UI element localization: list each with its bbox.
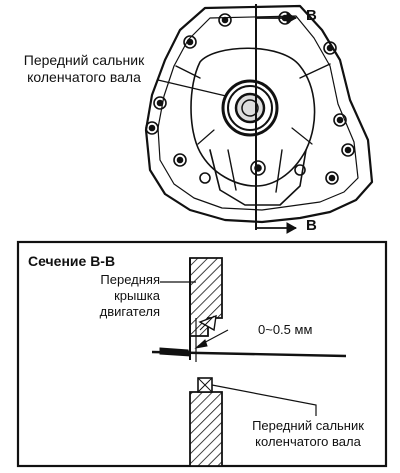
bottom-seal-label-line2: коленчатого вала xyxy=(255,434,361,449)
seal-section xyxy=(189,377,317,467)
top-seal-label-line2: коленчатого вала xyxy=(27,69,141,85)
gap-dimension-label: 0~0.5 мм xyxy=(258,322,313,337)
bottom-seal-label: Передний сальник коленчатого вала xyxy=(234,418,382,450)
section-mark-bottom: B xyxy=(306,217,317,234)
section-mark-top: B xyxy=(306,7,317,24)
front-cover-label-line2: крышка xyxy=(114,288,160,303)
front-cover-label-line1: Передняя xyxy=(100,272,160,287)
crankshaft-surface xyxy=(151,347,347,358)
front-cover-section xyxy=(189,257,223,362)
section-title: Сечение B-B xyxy=(28,253,116,269)
bottom-seal-label-line1: Передний сальник xyxy=(252,418,364,433)
top-seal-label: Передний сальник коленчатого вала xyxy=(8,52,160,86)
front-cover-label-line3: двигателя xyxy=(99,304,160,319)
engine-front-cover-drawing xyxy=(144,4,374,224)
section-line-b-b xyxy=(255,4,298,234)
top-seal-label-line1: Передний сальник xyxy=(23,52,145,68)
dimension-arrow xyxy=(194,329,229,349)
front-cover-label: Передняя крышка двигателя xyxy=(60,272,160,320)
